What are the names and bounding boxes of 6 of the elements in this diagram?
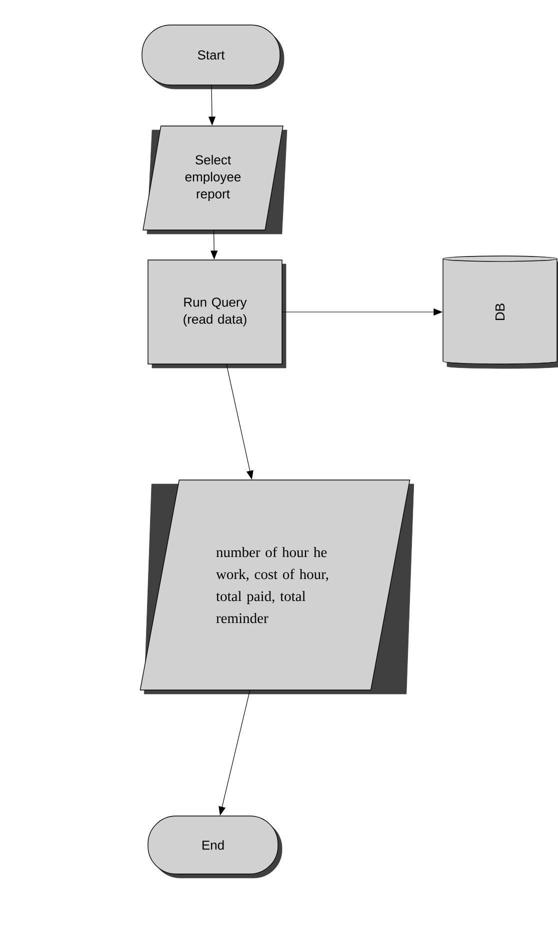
start-terminal: Start [142, 24, 284, 90]
process-box: Run Query (read data) [148, 260, 286, 368]
output-parallelogram: number of hour he work, cost of hour, total paid, total reminder [140, 480, 414, 694]
input-parallelogram: Select employee report [142, 126, 288, 234]
end-terminal: End [148, 816, 282, 878]
database-cylinder: DB [442, 256, 558, 369]
